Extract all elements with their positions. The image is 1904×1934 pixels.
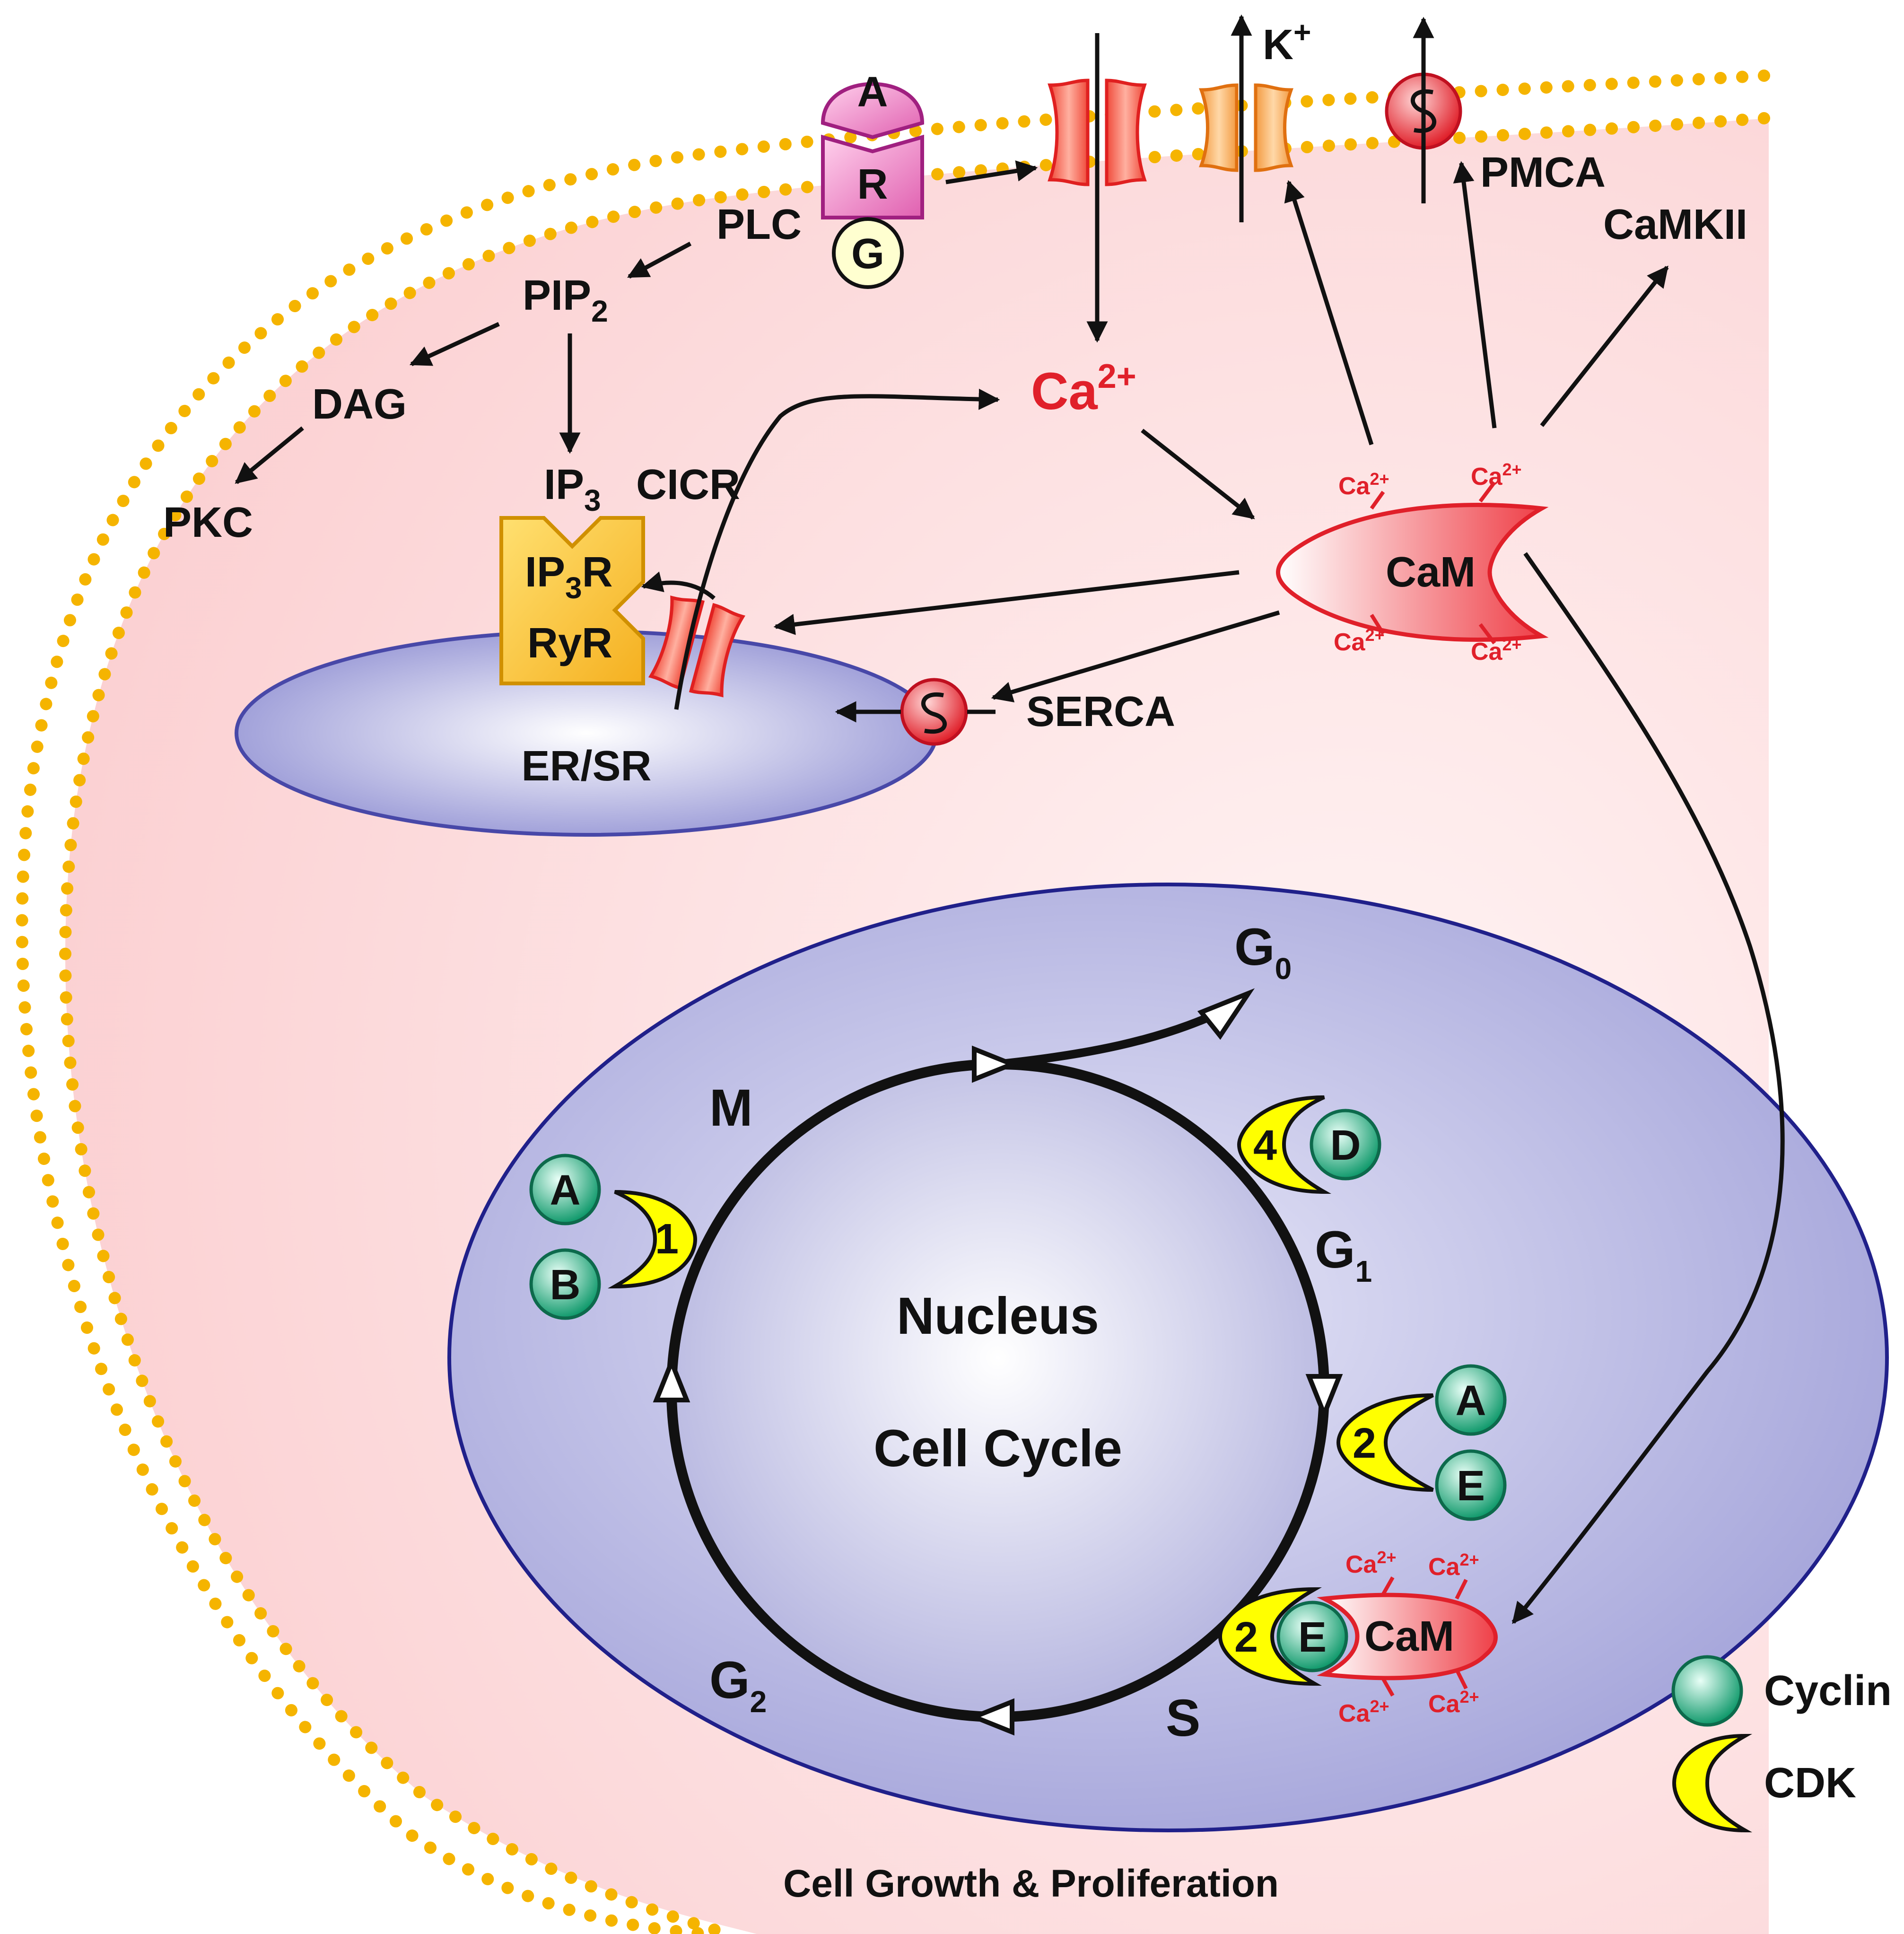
agonist-shape — [821, 82, 925, 140]
nucleus-title: Nucleus — [897, 1287, 1099, 1345]
cyclin-b-m-label: B — [550, 1261, 581, 1309]
cell-cycle-title: Cell Cycle — [873, 1419, 1122, 1478]
camkii-label: CaMKII — [1603, 201, 1747, 248]
cyclin-e-g1s — [1435, 1449, 1507, 1521]
serca-label: SERCA — [1026, 688, 1175, 735]
cam-to-er-arrow — [773, 570, 1240, 635]
g-protein-shape — [832, 217, 904, 289]
cam-label: CaM — [1386, 549, 1476, 596]
cyclin-a-m-label: A — [550, 1167, 581, 1214]
cyclin-e-g1s-label: E — [1457, 1462, 1485, 1510]
receptor-to-channel-arrow — [945, 160, 1038, 184]
legend-cyclin-label: Cyclin — [1764, 1667, 1892, 1715]
ryr-label: RyR — [527, 620, 612, 667]
ca-to-cam-arrow — [1141, 429, 1255, 520]
cdk4-label: 4 — [1253, 1122, 1277, 1169]
cycle-arrowhead-left — [653, 1356, 690, 1402]
cam-ca-site-2: Ca2+ — [1471, 460, 1522, 490]
cicr-label: CICR — [636, 461, 740, 508]
er-calcium-channel — [648, 595, 746, 698]
legend-cdk-label: CDK — [1764, 1759, 1856, 1807]
plasma-membrane-inner — [59, 112, 1770, 1934]
potassium-channel — [1199, 83, 1293, 172]
cam-ca-site-3: Ca2+ — [1334, 625, 1385, 656]
cdk2-g1s-label: 2 — [1353, 1420, 1376, 1467]
cdk2-s-shape — [1218, 1587, 1322, 1686]
plc-to-pip2-arrow — [627, 242, 692, 279]
cicr-release-arrow — [674, 388, 1000, 710]
pip2-to-dag-arrow — [409, 322, 500, 367]
dag-to-pkc-arrow — [235, 426, 304, 484]
nuclear-cam-label: CaM — [1364, 1613, 1454, 1660]
cdk2-s-label: 2 — [1234, 1614, 1258, 1661]
cdk2-g1s-shape — [1336, 1393, 1434, 1492]
calcium-ion-label: Ca2+ — [1031, 358, 1136, 420]
cell-cycle-inner — [672, 1064, 1324, 1717]
cyclin-b-m — [529, 1248, 601, 1320]
cam-to-serca-arrow — [991, 610, 1280, 703]
pkc-label: PKC — [163, 499, 253, 546]
cam-to-camkii-arrow — [1540, 265, 1669, 427]
caption: Cell Growth & Proliferation — [783, 1862, 1279, 1905]
nuclear-cam-ca-site-3: Ca2+ — [1338, 1697, 1389, 1727]
cyclin-d-g1-label: D — [1330, 1122, 1361, 1169]
phase-g2-label: G2 — [709, 1651, 767, 1719]
pip2-label: PIP2 — [523, 272, 608, 328]
cycle-arrowhead-top — [972, 1045, 1019, 1083]
phase-g0-label: G0 — [1234, 918, 1292, 986]
cam-to-k-arrow — [1284, 180, 1374, 446]
cycle-arrowhead-bottom — [968, 1698, 1014, 1736]
receptor-label: R — [857, 161, 888, 208]
cdk4-shape — [1237, 1095, 1332, 1194]
cyclin-e-s-label: E — [1298, 1614, 1327, 1661]
phase-g1-label: G1 — [1315, 1221, 1372, 1288]
dag-label: DAG — [312, 381, 407, 428]
cam-to-nucleus-arrow — [1511, 552, 1785, 1624]
serca-pump-symbol — [921, 692, 947, 734]
nuclear-cam-ca-site-4: Ca2+ — [1428, 1687, 1479, 1718]
agonist-label: A — [857, 69, 888, 116]
serca-pump — [900, 678, 968, 746]
cdk1-shape — [607, 1190, 698, 1289]
plasma-membrane-outer — [16, 70, 1770, 1934]
g0-exit-arrow — [997, 1008, 1222, 1068]
ip3-label: IP3 — [544, 461, 601, 517]
g0-arrowhead — [1197, 988, 1255, 1040]
calmodulin-nucleus — [1317, 1576, 1498, 1697]
cyclin-d-g1 — [1310, 1109, 1381, 1181]
cyclin-a-m — [529, 1154, 601, 1225]
receptor-shape — [821, 134, 924, 219]
pmca-label: PMCA — [1480, 149, 1606, 196]
cdk1-label: 1 — [655, 1216, 679, 1263]
channel-to-ip3r-arrow — [641, 571, 716, 600]
calcium-channel — [1048, 79, 1147, 186]
cyclin-a-g1s — [1435, 1364, 1507, 1436]
k-ion-label: K+ — [1263, 15, 1311, 69]
calmodulin-cytoplasm — [1276, 481, 1549, 645]
cam-ca-site-1: Ca2+ — [1338, 469, 1389, 500]
legend-cyclin-icon — [1671, 1655, 1743, 1727]
cam-ca-site-4: Ca2+ — [1471, 635, 1522, 665]
legend-cdk-icon — [1672, 1733, 1753, 1833]
cyclin-e-s — [1276, 1601, 1348, 1672]
phase-s-label: S — [1166, 1689, 1200, 1747]
phase-m-label: M — [709, 1079, 753, 1137]
nuclear-cam-ca-site-1: Ca2+ — [1345, 1548, 1397, 1578]
plc-label: PLC — [716, 201, 802, 248]
cyclin-a-g1s-label: A — [1456, 1377, 1486, 1425]
g-protein-label: G — [851, 230, 884, 278]
er-sr-label: ER/SR — [521, 743, 651, 790]
cycle-arrowhead-right — [1305, 1374, 1343, 1421]
ip3r-label: IP3R — [525, 549, 613, 605]
cam-to-pmca-arrow — [1453, 161, 1497, 429]
nuclear-cam-ca-site-2: Ca2+ — [1428, 1550, 1479, 1581]
